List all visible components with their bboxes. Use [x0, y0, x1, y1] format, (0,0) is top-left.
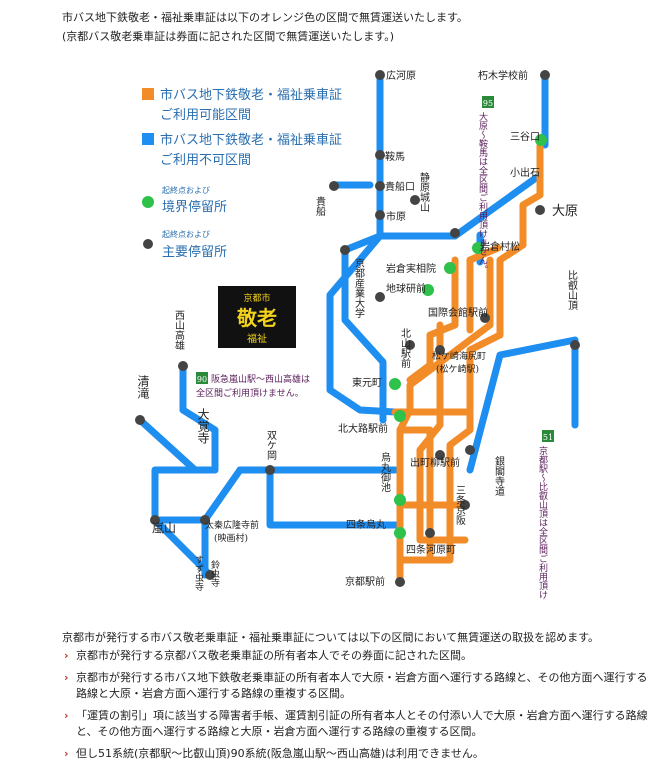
keiro-badge: 京都市 敬老 福祉 [218, 286, 296, 348]
stop-labels: 広河原 朽木学校前 三谷口 小出石 大原 鞍馬 貴船口 貴船 静原城山 市原 岩… [136, 69, 578, 591]
label-kyotoeki: 京都駅前 [345, 575, 385, 588]
legend-blue-swatch [142, 133, 154, 145]
label-shijokawara: 四条河原町 [406, 543, 456, 556]
label-suzumushi: 鈴虫寺 [209, 559, 220, 587]
route-51-num: 51 [543, 433, 553, 442]
route-90-num: 90 [197, 375, 207, 384]
stop-dot-chikyu [422, 284, 434, 296]
stop-dot-iwakurajisso [444, 262, 456, 274]
label-kiyotaki: 清滝 [136, 375, 150, 399]
label-higashi: 東元町 [352, 376, 382, 389]
label-sanjokeihan: 三条京阪 [454, 485, 466, 526]
route-95-text: 大原～鞍馬は全区間ご利用頂けません。 [477, 111, 488, 274]
badge-top-text: 京都市 [243, 292, 270, 304]
intro-text: 市バス地下鉄敬老・福祉乗車証は以下のオレンジ色の区間で無賃運送いたします。 (京… [62, 8, 468, 46]
legend-orange-line1: 市バス地下鉄敬老・福祉乗車証 [160, 87, 342, 103]
blue-routes [136, 71, 579, 579]
legend-blue-line2: ご利用不可区間 [160, 152, 251, 168]
stop-dot-karasuma [394, 494, 406, 506]
label-kurama: 鞍馬 [385, 150, 405, 163]
route-95-num: 95 [483, 99, 493, 108]
main-stops [135, 70, 580, 587]
label-sangyo: 京都産業大学 [353, 257, 365, 318]
route-note-95: 95 大原～鞍馬は全区間ご利用頂けません。 [477, 96, 494, 274]
rule-item: › 但し51系統(京都駅～比叡山頂)90系統(阪急嵐山駅～西山高雄)は利用できませ… [62, 746, 652, 762]
label-daikakuji: 大覚寺 [196, 408, 210, 444]
legend-dark-dot [143, 239, 153, 249]
label-kutsuki: 朽木学校前 [478, 69, 528, 82]
route-90-text2: 全区間ご利用頂けません。 [196, 387, 304, 399]
label-uzumasa: 太秦広隆寺前 [205, 519, 259, 531]
bullet-icon: › [64, 649, 69, 662]
rule-text: 「運賃の割引」項に該当する障害者手帳、運賃割引証の所有者本人とその付添い人で大原… [76, 709, 648, 738]
label-karasuma: 烏丸御池 [379, 451, 391, 492]
legend-green-small: 起終点および [162, 185, 210, 195]
stop-dot-higashi [389, 378, 401, 390]
badge-sub-text: 福祉 [247, 332, 267, 345]
route-90-text1: 阪急嵐山駅～西山高雄は [211, 373, 310, 385]
intro-line-1: 市バス地下鉄敬老・福祉乗車証は以下のオレンジ色の区間で無賃運送いたします。 [62, 11, 468, 24]
route-51-text: 京都駅～比叡山頂は全区間ご利用頂けません。 [537, 445, 548, 600]
orange-routes [391, 141, 544, 584]
legend-green-big: 境界停留所 [162, 199, 227, 215]
route-note-51: 51 京都駅～比叡山頂は全区間ご利用頂けません。 [537, 430, 554, 600]
rule-item: › 京都市が発行する京都バス敬老乗車証の所有者本人でその券面に記された区間。 [62, 648, 652, 664]
label-kibune: 貴船 [314, 195, 326, 217]
label-shijokarasuma: 四条烏丸 [346, 518, 386, 531]
label-sogaoka: 双ケ岡 [265, 430, 277, 461]
label-shizuhara: 静原城山 [418, 171, 430, 212]
legend-dark-small: 起終点および [162, 229, 210, 239]
intro-line-2: (京都バス敬老乗車証は券面に記された区間で無賃運送いたします。) [62, 30, 394, 43]
label-iwakuramurama: 岩倉村松 [480, 240, 520, 253]
legend-green-dot [142, 196, 154, 208]
route-map: 市バス地下鉄敬老・福祉乗車証 ご利用可能区間 市バス地下鉄敬老・福祉乗車証 ご利… [135, 69, 580, 600]
badge-main-text: 敬老 [236, 306, 277, 330]
label-kitaoji: 北大路駅前 [338, 422, 388, 435]
label-oharaishi: 小出石 [510, 166, 540, 179]
label-arashiyama: 嵐山 [152, 521, 176, 535]
bullet-icon: › [64, 671, 69, 684]
stop-dot-kitaoji [394, 410, 406, 422]
rules-list: › 京都市が発行する京都バス敬老乗車証の所有者本人でその券面に記された区間。 › 京… [62, 648, 652, 768]
label-ginkaku: 銀閣寺道 [493, 455, 505, 496]
label-sanjoin: 三谷口 [510, 131, 540, 143]
rule-text: 但し51系統(京都駅～比叡山頂)90系統(阪急嵐山駅～西山高雄)は利用できません… [76, 747, 484, 760]
stop-dot-sanjoin [535, 134, 547, 146]
label-ichihara: 市原 [386, 210, 406, 223]
legend-orange-line2: ご利用可能区間 [160, 107, 251, 123]
bullet-icon: › [64, 747, 69, 760]
route-note-90: 90 阪急嵐山駅～西山高雄は 全区間ご利用頂けません。 [196, 372, 310, 399]
label-hieizan: 比叡山頂 [566, 270, 578, 311]
label-chikyu: 地球研前 [386, 282, 426, 295]
legend-dark-big: 主要停留所 [162, 244, 227, 260]
label-suzumushi2: すず虫寺 [193, 555, 204, 591]
label-hiroko: 広河原 [386, 69, 416, 82]
label-demachi: 出町柳駅前 [410, 456, 460, 469]
rule-text: 京都市が発行する市バス地下鉄敬老乗車証の所有者本人で大原・岩倉方面へ運行する路線… [76, 671, 648, 700]
label-kokusai: 国際会館駅前 [428, 306, 488, 319]
body-note: 京都市が発行する市バス敬老乗車証・福祉乗車証については以下の区間において無賃運送… [62, 631, 600, 644]
legend-blue-line1: 市バス地下鉄敬老・福祉乗車証 [160, 132, 342, 148]
label-iwakurajisso: 岩倉実相院 [386, 262, 436, 275]
label-uzumasa-sub: (映画村) [214, 532, 248, 544]
label-ohara: 大原 [552, 204, 578, 219]
rule-text: 京都市が発行する京都バス敬老乗車証の所有者本人でその券面に記された区間。 [76, 649, 472, 662]
legend-orange-swatch [142, 88, 154, 100]
label-kibuneguchi: 貴船口 [385, 180, 415, 193]
boundary-stops [389, 134, 547, 539]
rule-item: › 京都市が発行する市バス地下鉄敬老乗車証の所有者本人で大原・岩倉方面へ運行する路… [62, 670, 652, 702]
label-matsugasaki: 松ケ崎海尻町 [432, 350, 486, 362]
rule-item: › 「運賃の割引」項に該当する障害者手帳、運賃割引証の所有者本人とその付添い人で大… [62, 708, 652, 740]
label-matsugasaki-sub: (松ケ崎駅) [436, 363, 479, 375]
stop-dot-shijokarasuma [394, 527, 406, 539]
label-takao: 西山高雄 [173, 310, 185, 351]
label-kitayama: 北山駅前 [399, 328, 411, 369]
stop-dot-iwakuramurama [472, 242, 484, 254]
bullet-icon: › [64, 709, 69, 722]
